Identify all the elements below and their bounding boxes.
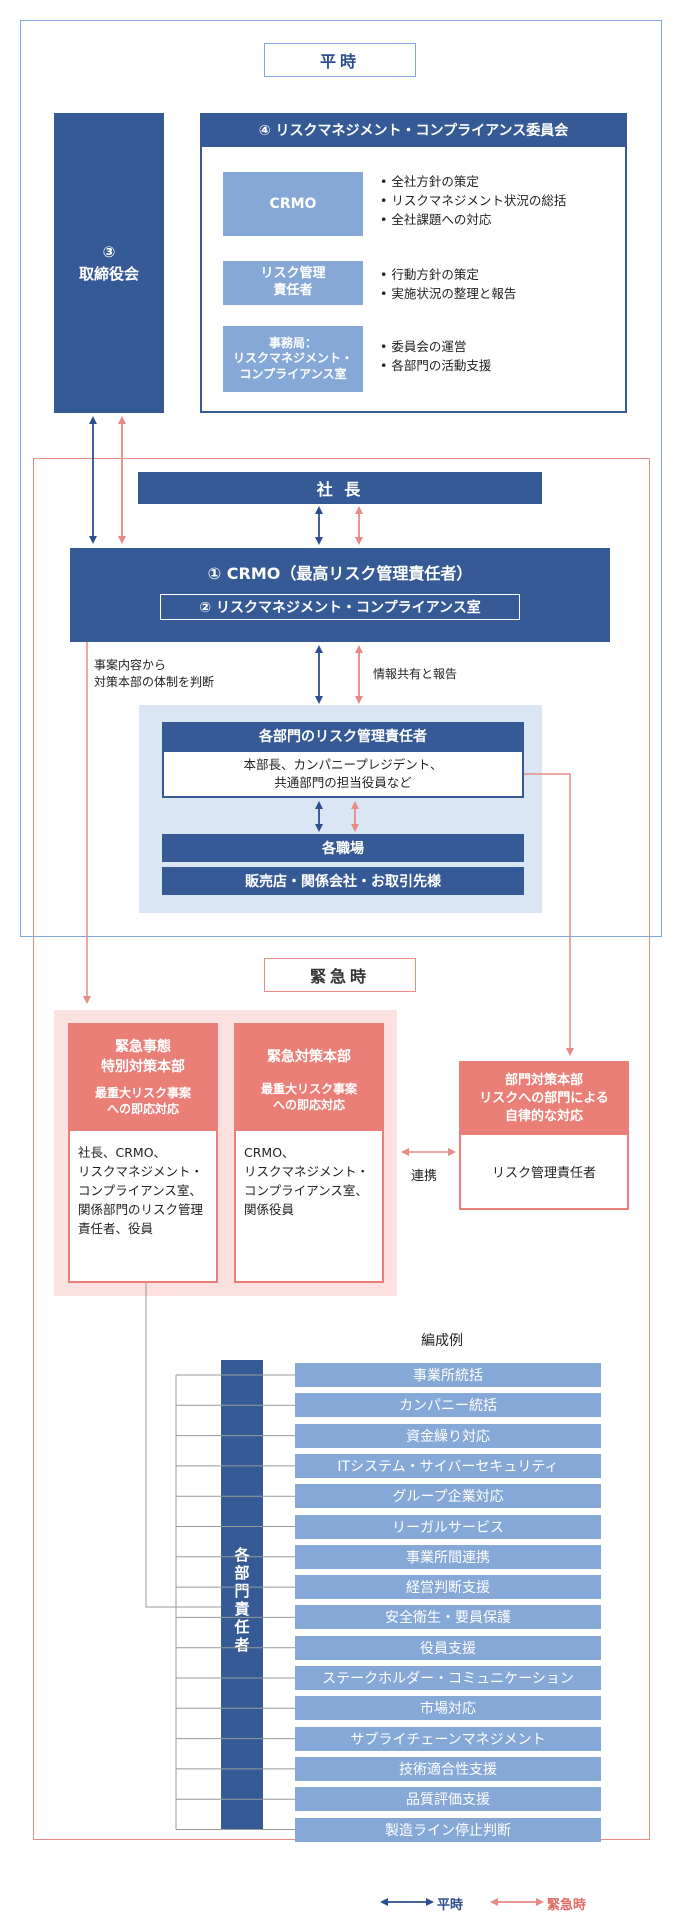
function-item: 事業所統括 bbox=[295, 1363, 601, 1387]
workplace-box: 各職場 bbox=[162, 834, 524, 862]
crmo-title: ① CRMO（最高リスク管理責任者） bbox=[207, 564, 473, 583]
function-item: 市場対応 bbox=[295, 1696, 601, 1721]
board-num: ③ bbox=[102, 243, 116, 261]
special-hq-header: 緊急事態 特別対策本部 最重大リスク事案 への即応対応 bbox=[70, 1025, 216, 1131]
note-share-report: 情報共有と報告 bbox=[373, 667, 458, 681]
dept-hq-title: 部門対策本部 リスクへの部門による 自律的な対応 bbox=[461, 1063, 627, 1135]
committee-role-secretariat: 事務局： リスクマネジメント・ コンプライアンス室 bbox=[223, 326, 363, 392]
dept-hq-members: リスク管理責任者 bbox=[491, 1166, 596, 1181]
legend-normal: 平時 bbox=[437, 1898, 464, 1913]
function-item: 安全衛生・要員保護 bbox=[295, 1605, 601, 1630]
function-item: グループ企業対応 bbox=[295, 1484, 601, 1509]
board-box: ③ 取締役会 bbox=[54, 113, 164, 413]
committee-duties-risk-manager: 行動方針の策定 実施状況の整理と報告 bbox=[380, 265, 620, 303]
emergency-hq-header: 緊急対策本部 最重大リスク事案 への即応対応 bbox=[236, 1025, 382, 1131]
duty-item: 全社方針の策定 bbox=[380, 172, 620, 191]
committee-role-crmo: CRMO bbox=[223, 172, 363, 236]
committee-box: ④ リスクマネジメント・コンプライアンス委員会 CRMO 全社方針の策定 リスク… bbox=[200, 113, 627, 413]
function-item: サプライチェーンマネジメント bbox=[295, 1726, 601, 1751]
duty-item: 行動方針の策定 bbox=[380, 265, 620, 284]
committee-title: ④ リスクマネジメント・コンプライアンス委員会 bbox=[202, 115, 625, 147]
function-item: 品質評価支援 bbox=[295, 1787, 601, 1812]
function-item: リーガルサービス bbox=[295, 1514, 601, 1539]
duty-item: リスクマネジメント状況の総括 bbox=[380, 191, 620, 210]
board-label: 取締役会 bbox=[78, 265, 139, 283]
dept-heads-bar bbox=[221, 1360, 263, 1830]
special-hq-title: 緊急事態 特別対策本部 bbox=[101, 1039, 185, 1075]
emergency-hq-sub: 最重大リスク事案 への即応対応 bbox=[260, 1082, 357, 1112]
dept-detail: 本部長、カンパニープレジデント、 共通部門の担当役員など bbox=[162, 750, 524, 798]
legend-emergency: 緊急時 bbox=[547, 1898, 587, 1913]
crmo-box: ① CRMO（最高リスク管理責任者） ② リスクマネジメント・コンプライアンス室 bbox=[70, 548, 610, 642]
crmo-office: ② リスクマネジメント・コンプライアンス室 bbox=[160, 594, 520, 620]
committee-role-risk-manager: リスク管理 責任者 bbox=[223, 261, 363, 305]
function-item: 資金繰り対応 bbox=[295, 1423, 601, 1448]
dept-heads-label: 各部門責任者 bbox=[234, 1546, 250, 1654]
committee-duties-crmo: 全社方針の策定 リスクマネジメント状況の総括 全社課題への対応 bbox=[380, 172, 620, 229]
note-judge-structure: 事案内容から 対策本部の体制を判断 bbox=[94, 658, 215, 689]
emergency-hq-members: CRMO、 リスクマネジメント・ コンプライアンス室、 関係役員 bbox=[244, 1145, 370, 1217]
special-hq-box: 緊急事態 特別対策本部 最重大リスク事案 への即応対応 社長、CRMO、 リスク… bbox=[68, 1023, 218, 1283]
function-item: 事業所間連携 bbox=[295, 1544, 601, 1569]
dept-title: 各部門のリスク管理責任者 bbox=[162, 722, 524, 750]
function-item: 経営判断支援 bbox=[295, 1575, 601, 1600]
normal-frame bbox=[20, 20, 662, 937]
emergency-hq-title: 緊急対策本部 bbox=[267, 1049, 351, 1065]
president-box: 社 長 bbox=[138, 472, 542, 504]
partners-box: 販売店・関係会社・お取引先様 bbox=[162, 867, 524, 895]
dept-hq-box: 部門対策本部 リスクへの部門による 自律的な対応 リスク管理責任者 bbox=[459, 1061, 629, 1210]
function-item: 役員支援 bbox=[295, 1635, 601, 1660]
emergency-hq-box: 緊急対策本部 最重大リスク事案 への即応対応 CRMO、 リスクマネジメント・ … bbox=[234, 1023, 384, 1283]
function-item: ステークホルダー・コミュニケーション bbox=[295, 1666, 601, 1690]
link-label: 連携 bbox=[411, 1169, 438, 1184]
function-item: カンパニー統括 bbox=[295, 1393, 601, 1418]
function-item: 技術適合性支援 bbox=[295, 1756, 601, 1781]
duty-item: 全社課題への対応 bbox=[380, 210, 620, 229]
function-item: 製造ライン停止判断 bbox=[295, 1817, 601, 1842]
function-item: ITシステム・サイバーセキュリティ bbox=[295, 1453, 601, 1478]
special-hq-sub: 最重大リスク事案 への即応対応 bbox=[94, 1086, 191, 1116]
duty-item: 各部門の活動支援 bbox=[380, 356, 620, 375]
committee-duties-secretariat: 委員会の運営 各部門の活動支援 bbox=[380, 337, 620, 375]
example-label: 編成例 bbox=[421, 1333, 463, 1349]
emergency-label: 緊急時 bbox=[264, 958, 416, 992]
duty-item: 委員会の運営 bbox=[380, 337, 620, 356]
duty-item: 実施状況の整理と報告 bbox=[380, 284, 620, 303]
special-hq-members: 社長、CRMO、 リスクマネジメント・ コンプライアンス室、 関係部門のリスク管… bbox=[78, 1145, 204, 1236]
normal-label: 平時 bbox=[264, 43, 416, 77]
